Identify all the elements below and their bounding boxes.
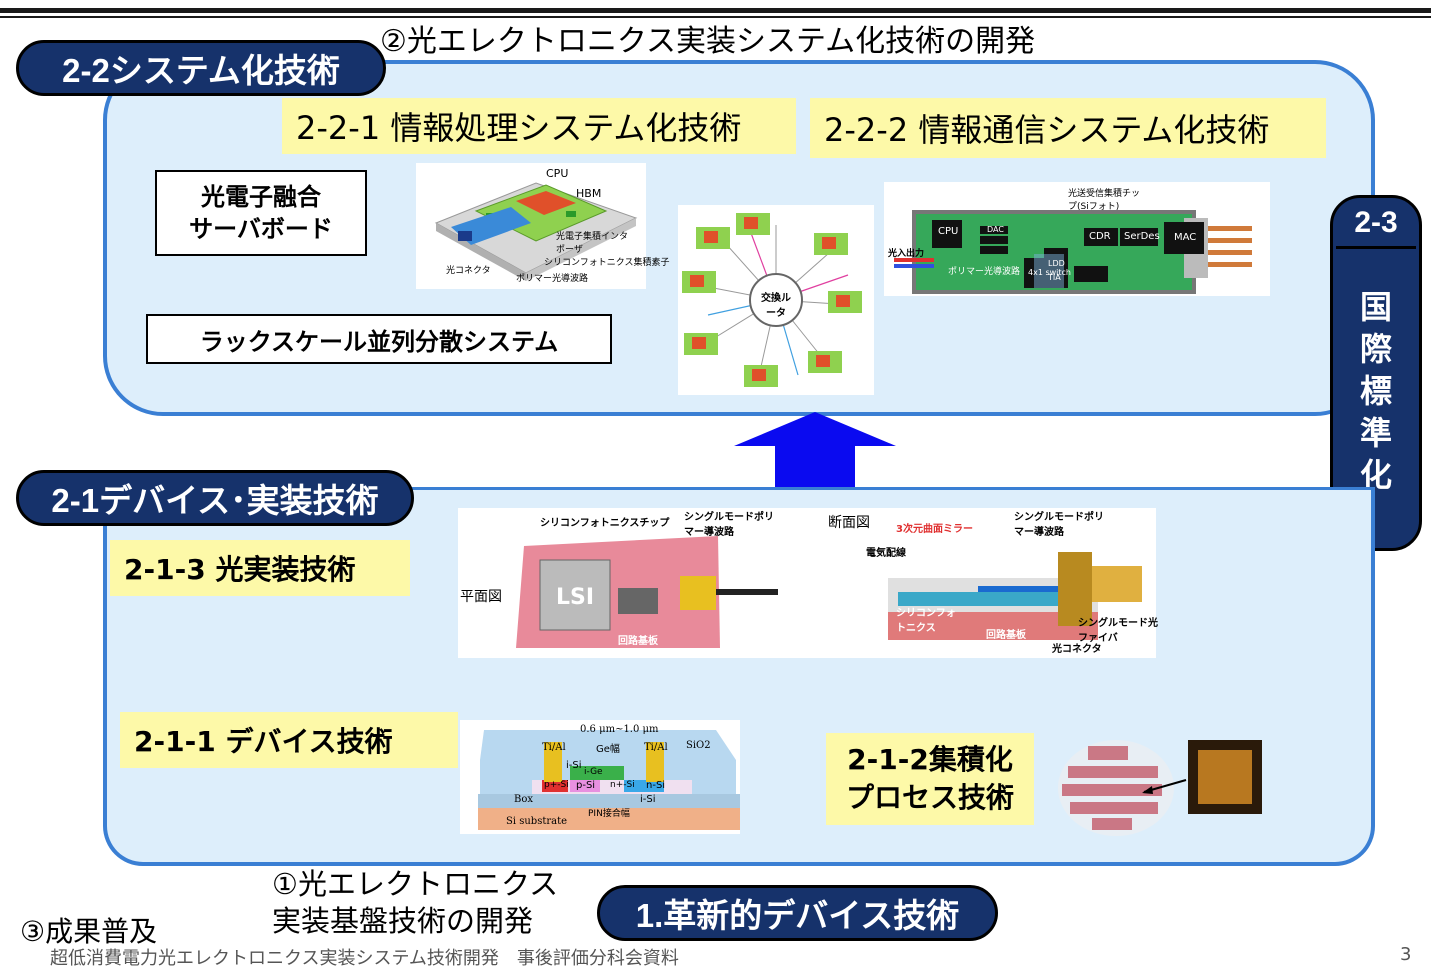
svg-text:LSI: LSI (556, 585, 594, 610)
interposer-label: 光電子集積インタポーザ (556, 232, 629, 255)
sipho-chip-label: シリコンフォトニクスチップ (540, 518, 670, 529)
circuit-board-label-section: 回路基板 (986, 630, 1026, 641)
board-waveguide-label: ポリマー光導波路 (948, 267, 1021, 277)
substrate-label: Si substrate (506, 816, 568, 827)
header-rule-thick (0, 8, 1431, 13)
polymer-wg-label: ポリマー光導波路 (516, 274, 589, 284)
integration-line1: 2-1-2集積化 (847, 743, 1013, 776)
tial-right-label: Ti/Al (644, 742, 668, 753)
page-title: ②光エレクトロニクス実装システム化技術の開発 (380, 24, 1036, 59)
device-tech-label: 2-1-1 デバイス技術 (120, 712, 458, 768)
nnsi-label: n+-Si (610, 780, 635, 790)
info-comm-label: 2-2-2 情報通信システム化技術 (810, 98, 1326, 158)
transceiver-board-image: 光送受信集積チップ(Siフォト) CPU DAC CDR SerDes MAC … (884, 182, 1270, 296)
page-number: 3 (1400, 944, 1412, 965)
board-cpu-label: CPU (938, 226, 959, 237)
hbm-label: HBM (576, 187, 602, 200)
server-board-line1: 光電子融合 (201, 183, 321, 211)
dissemination-label: ③成果普及 (20, 915, 158, 948)
ge-width-value: 0.6 μm~1.0 μm (580, 724, 659, 735)
connector-label-section: 光コネクタ (1052, 644, 1102, 655)
rack-network-image: 交換ルータ (678, 205, 874, 395)
section-view-label: 断面図 (828, 515, 870, 531)
plan-view-label: 平面図 (460, 589, 502, 605)
isi-label-bottom: i-Si (640, 794, 656, 805)
isi-label-top: i-Si (566, 760, 582, 771)
sm-waveguide-label-section: シングルモードポリマー導波路 (1014, 512, 1104, 538)
server-board-box: 光電子融合 サーバボード (155, 170, 367, 256)
foundation-tech-label: ①光エレクトロニクス 実装基盤技術の開発 (272, 866, 558, 940)
standardization-text: 国際標準化 (1359, 289, 1392, 493)
psi-label: p-Si (576, 780, 596, 791)
ppsi-label: p+-Si (544, 780, 569, 790)
board-cdr-label: CDR (1089, 231, 1111, 242)
sm-fiber-label-plan: シングルモード光ファイバ (724, 546, 804, 572)
board-io-label: 光入出力 (888, 249, 925, 259)
connector-label-plan: 光コネクタ (726, 630, 776, 641)
interposer-module-image: CPU HBM 光電子集積インタポーザ シリコンフォトニクス集積素子 ポリマー光… (416, 163, 669, 289)
footnote: 超低消費電力光エレクトロニクス実装システム技術開発 事後評価分科会資料 (50, 948, 679, 969)
device-cross-section-image: 0.6 μm~1.0 μm Ge幅 Ti/Al Ti/Al SiO2 i-Si … (460, 720, 740, 834)
packaging-label: 2-1-3 光実装技術 (110, 540, 410, 596)
ge-width-label: Ge幅 (596, 744, 620, 755)
rack-scale-box: ラックスケール並列分散システム (146, 314, 612, 364)
board-tia-label: TIA (1048, 273, 1061, 282)
info-processing-label: 2-2-1 情報処理システム化技術 (282, 98, 796, 154)
sio2-label: SiO2 (686, 740, 711, 751)
device-tech-pill: 2-1デバイス･実装技術 (16, 470, 414, 526)
nsi-label: n-Si (646, 780, 666, 791)
board-serdes-label: SerDes (1124, 231, 1160, 242)
server-board-line2: サーバボード (189, 215, 333, 243)
board-switch-label: 4x1 switch (1028, 268, 1071, 277)
pin-width-label: PIN接合幅 (588, 809, 630, 819)
wiring-label: 電気配線 (866, 548, 906, 559)
system-tech-pill: 2-2システム化技術 (16, 40, 386, 96)
foundation-tech-line1: ①光エレクトロニクス (272, 867, 559, 901)
switch-router-label: 交換ルータ (761, 293, 791, 319)
tial-left-label: Ti/Al (542, 742, 566, 753)
board-mac-label: MAC (1174, 232, 1197, 243)
circuit-board-label-plan: 回路基板 (618, 636, 658, 647)
up-arrow-top (734, 412, 896, 490)
integration-line2: プロセス技術 (845, 781, 1014, 814)
ige-label: i-Ge (584, 767, 603, 777)
foundation-tech-line2: 実装基盤技術の開発 (272, 904, 534, 938)
sipho-element-label: シリコンフォトニクス集積素子 (544, 258, 670, 268)
board-chip-label: 光送受信集積チップ(Siフォト) (1068, 189, 1141, 212)
innovative-device-pill: 1.革新的デバイス技術 (597, 885, 998, 941)
standardization-divider (1336, 246, 1416, 249)
sm-waveguide-label-plan: シングルモードポリマー導波路 (684, 512, 774, 538)
integration-label: 2-1-2集積化 プロセス技術 (826, 733, 1034, 825)
standardization-number: 2-3 (1354, 206, 1398, 239)
header-rule-thin (0, 16, 1431, 18)
sm-fiber-label-section: シングルモード光ファイバ (1078, 618, 1158, 644)
integration-images (1058, 740, 1262, 836)
board-dac-label: DAC (987, 225, 1004, 234)
box-label: Box (514, 794, 534, 805)
sipho-label-section: シリコンフォトニクス (896, 608, 956, 634)
standardization-bar: 2-3 国際標準化 (1330, 195, 1422, 551)
packaging-image: LSI 平面図 断面図 シリコンフォトニクスチップ シングルモードポリマー導波路… (458, 508, 1158, 658)
mirror-label: 3次元曲面ミラー (896, 524, 973, 535)
board-ldd-label: LDD (1048, 259, 1065, 268)
cpu-label: CPU (546, 167, 569, 180)
connector-label: 光コネクタ (446, 266, 491, 276)
